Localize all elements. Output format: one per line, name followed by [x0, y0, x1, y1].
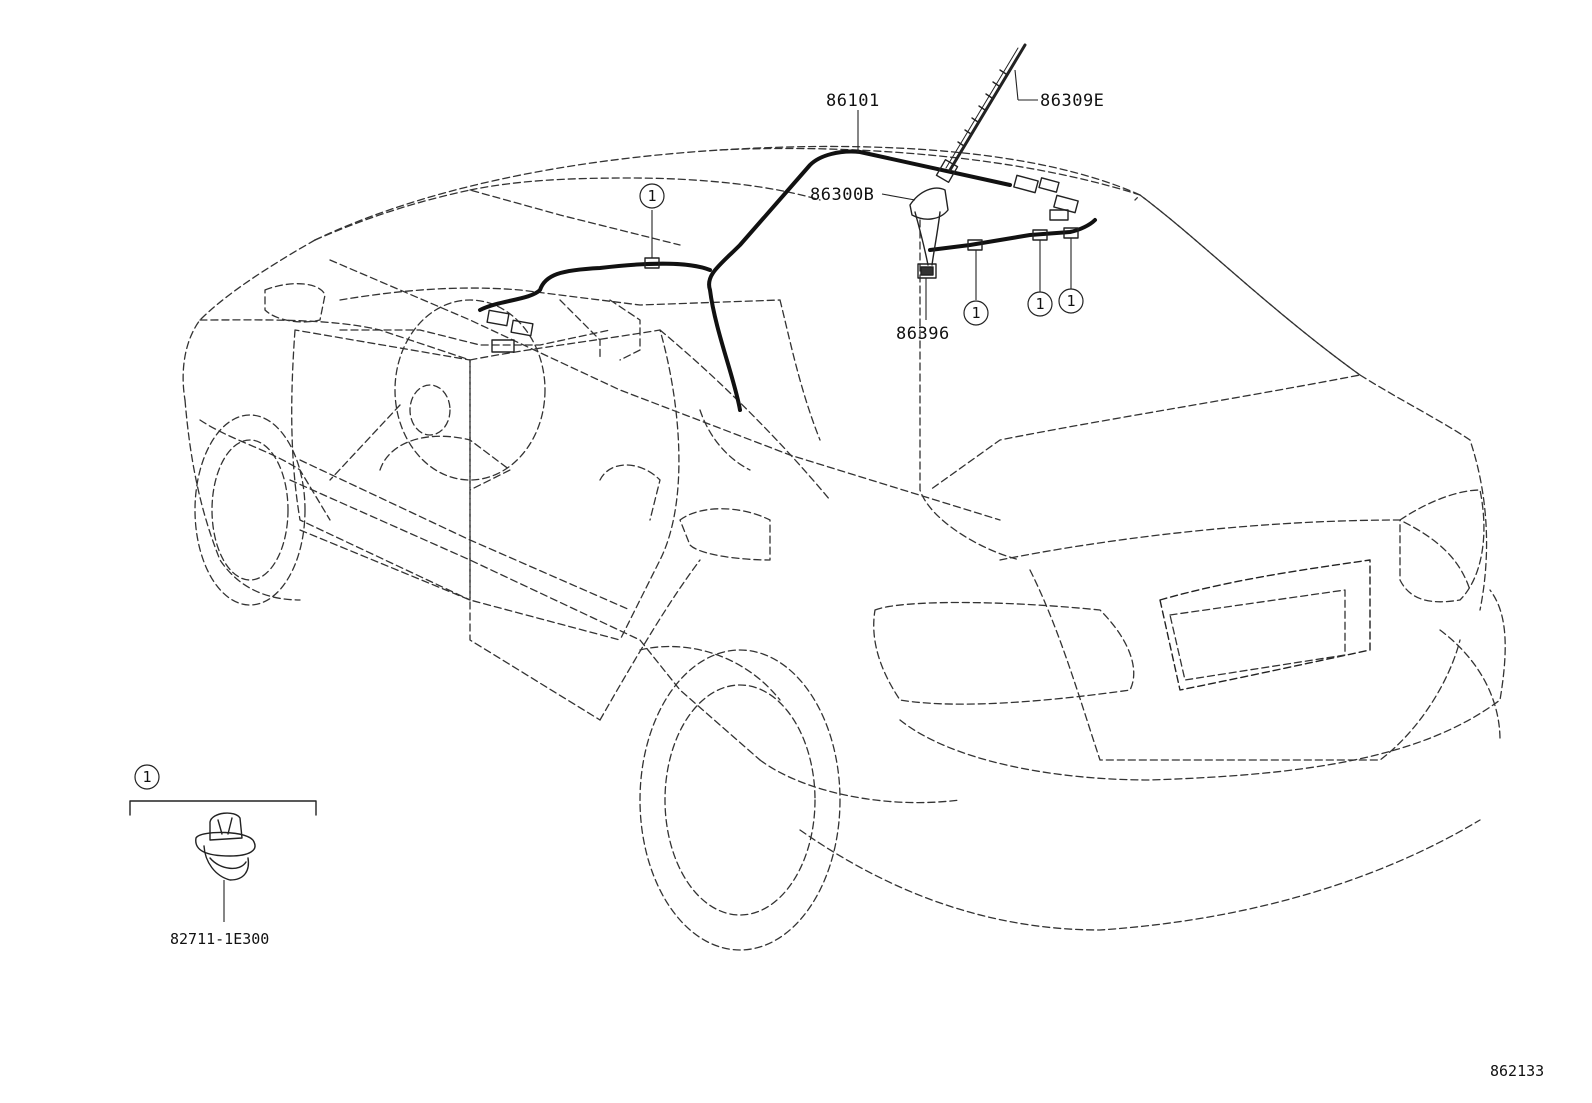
label-clamp: 82711-1E300 [170, 930, 269, 948]
svg-text:1: 1 [142, 768, 151, 786]
grommet [917, 263, 937, 279]
leader-lines [651, 69, 1072, 320]
callout-1-detail: 1 [134, 764, 160, 790]
car-body-illustration [182, 145, 1506, 951]
callout-1-dashboard: 1 [639, 183, 665, 209]
antenna-base [909, 187, 949, 266]
callout-1-rear-c: 1 [1058, 288, 1084, 314]
antenna-cable [478, 149, 1097, 412]
label-grommet: 86396 [896, 324, 950, 344]
antenna-rod [935, 43, 1027, 183]
callout-1-rear-a: 1 [963, 300, 989, 326]
svg-text:1: 1 [971, 304, 980, 322]
callout-1-rear-b: 1 [1027, 291, 1053, 317]
label-base: 86300B [810, 185, 874, 205]
label-wire: 86101 [826, 91, 880, 111]
diagram-code: 862133 [1490, 1062, 1544, 1080]
svg-text:1: 1 [1066, 292, 1075, 310]
svg-text:1: 1 [1035, 295, 1044, 313]
clamp-detail: 1 82711-1E300 [129, 764, 317, 948]
svg-text:1: 1 [647, 187, 656, 205]
label-rod: 86309E [1040, 91, 1104, 111]
